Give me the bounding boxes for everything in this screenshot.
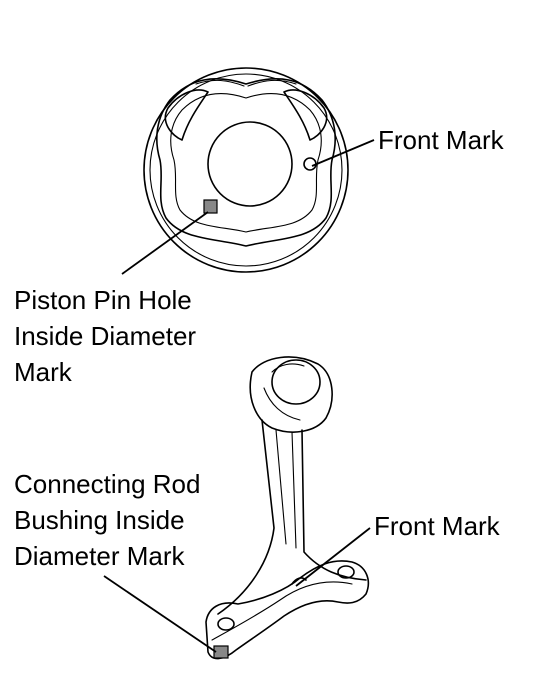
rod-bushing-mark — [213, 645, 229, 659]
rod-bolt-hole-left — [217, 617, 235, 631]
label-piston-pin-hole-line2: Inside Diameter — [14, 321, 197, 351]
rod-beam-web-left — [275, 429, 287, 545]
valve-pocket-top-left — [195, 79, 245, 87]
rod-small-end-edge — [263, 387, 301, 421]
label-rod-bushing-line1: Connecting Rod — [14, 469, 201, 499]
label-rod-bushing-line2: Bushing Inside — [14, 505, 185, 535]
piston-combustion-bowl — [207, 121, 293, 207]
label-piston-pin-hole-line3: Mark — [14, 357, 72, 387]
piston-front-mark-dot — [303, 157, 317, 171]
rod-beam-left — [217, 419, 275, 615]
valve-pocket-right — [283, 89, 328, 141]
piston-outer-rim — [143, 67, 349, 273]
piston-inner-rim — [149, 73, 343, 267]
rod-big-end-cap — [205, 560, 370, 660]
leader-piston-front-mark — [311, 139, 375, 167]
rod-small-end — [249, 356, 333, 433]
piston-crown-inner-outline — [170, 93, 322, 233]
rod-beam-web-right — [291, 431, 297, 549]
rod-bolt-hole-right — [337, 565, 355, 579]
valve-pocket-left — [164, 89, 209, 141]
label-rod-front-mark: Front Mark — [374, 511, 500, 541]
label-piston-pin-hole-line1: Piston Pin Hole — [14, 285, 192, 315]
piston-top-view — [143, 67, 349, 273]
rod-small-end-top — [271, 363, 305, 373]
label-piston-front-mark: Front Mark — [378, 125, 504, 155]
rod-big-end-edge — [211, 581, 353, 641]
connecting-rod — [205, 356, 370, 660]
piston-pin-hole-mark — [203, 199, 218, 214]
rod-small-end-bore — [271, 359, 321, 405]
piston-crown-outline — [156, 78, 336, 247]
valve-pocket-top-right — [247, 79, 297, 87]
leader-rod-front-mark — [295, 527, 371, 587]
label-rod-bushing-line3: Diameter Mark — [14, 541, 185, 571]
leader-piston-pin-hole-mark — [121, 211, 209, 275]
leader-rod-bushing-mark — [103, 575, 217, 653]
rod-beam-right — [301, 429, 367, 581]
